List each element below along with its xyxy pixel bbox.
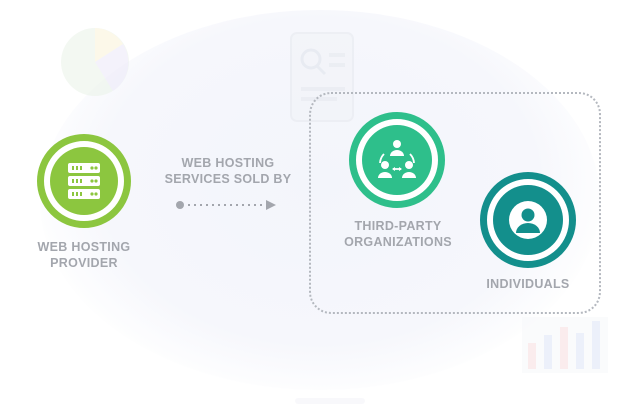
connector-label-line2: SERVICES SOLD BY	[164, 172, 292, 186]
connector-label: WEB HOSTING SERVICES SOLD BY	[158, 155, 298, 187]
third-party-label: THIRD-PARTY ORGANIZATIONS	[325, 218, 471, 250]
individuals-node-fill	[493, 185, 563, 255]
connector-label-line1: WEB HOSTING	[181, 156, 275, 170]
third-party-label-line2: ORGANIZATIONS	[344, 235, 452, 249]
group-icon	[378, 140, 416, 178]
individuals-node	[480, 172, 576, 268]
provider-label-line1: WEB HOSTING	[37, 240, 131, 254]
third-party-label-line1: THIRD-PARTY	[354, 219, 442, 233]
individuals-label: INDIVIDUALS	[486, 277, 570, 291]
provider-node-fill	[50, 147, 118, 215]
bar-chart-decoration	[522, 317, 608, 373]
server-icon	[68, 163, 100, 199]
provider-label-line2: PROVIDER	[50, 256, 118, 270]
user-icon	[509, 201, 547, 239]
dotted-arrow	[176, 200, 276, 210]
third-party-node-fill	[362, 125, 432, 195]
third-party-node	[349, 112, 445, 208]
customers-group-box	[309, 92, 601, 314]
provider-label: WEB HOSTING PROVIDER	[22, 239, 146, 271]
footer-decoration	[295, 398, 365, 404]
pie-chart-decoration	[61, 28, 129, 96]
provider-node	[37, 134, 131, 228]
